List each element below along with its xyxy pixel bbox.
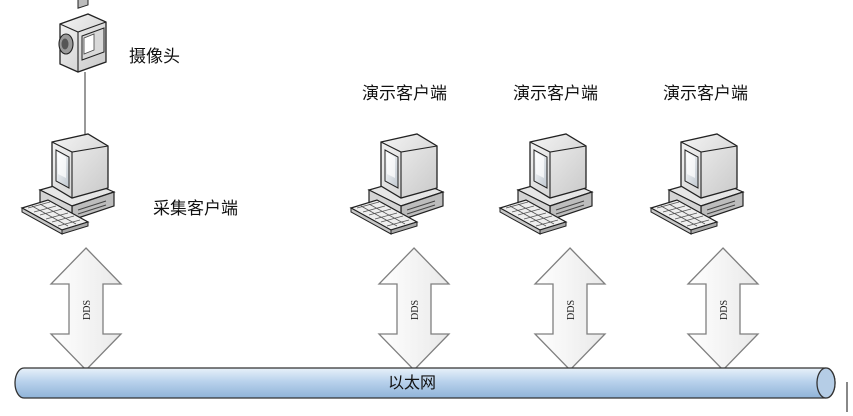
capture-client-label: 采集客户端 <box>153 199 238 219</box>
dds-link-arrow: DDS <box>50 247 122 371</box>
capture-client-computer-icon <box>21 133 115 235</box>
demo-client-label: 演示客户端 <box>362 84 447 104</box>
demo-client-label: 演示客户端 <box>663 84 748 104</box>
svg-text:DDS: DDS <box>82 300 93 320</box>
camera-icon <box>58 0 107 73</box>
svg-text:DDS: DDS <box>410 300 421 320</box>
demo-client-computer-icon <box>499 133 593 235</box>
dds-link-arrow: DDS <box>687 247 759 371</box>
demo-client-computer-icon <box>350 133 444 235</box>
ethernet-bus: 以太网 <box>14 367 836 399</box>
dds-link-arrow: DDS <box>534 247 606 371</box>
demo-client-label: 演示客户端 <box>513 84 598 104</box>
dds-link-arrow: DDS <box>378 247 450 371</box>
camera-label: 摄像头 <box>129 47 180 67</box>
svg-text:DDS: DDS <box>719 300 730 320</box>
demo-client-computer-icon <box>650 133 744 235</box>
ethernet-label: 以太网 <box>388 373 436 392</box>
svg-text:DDS: DDS <box>566 300 577 320</box>
